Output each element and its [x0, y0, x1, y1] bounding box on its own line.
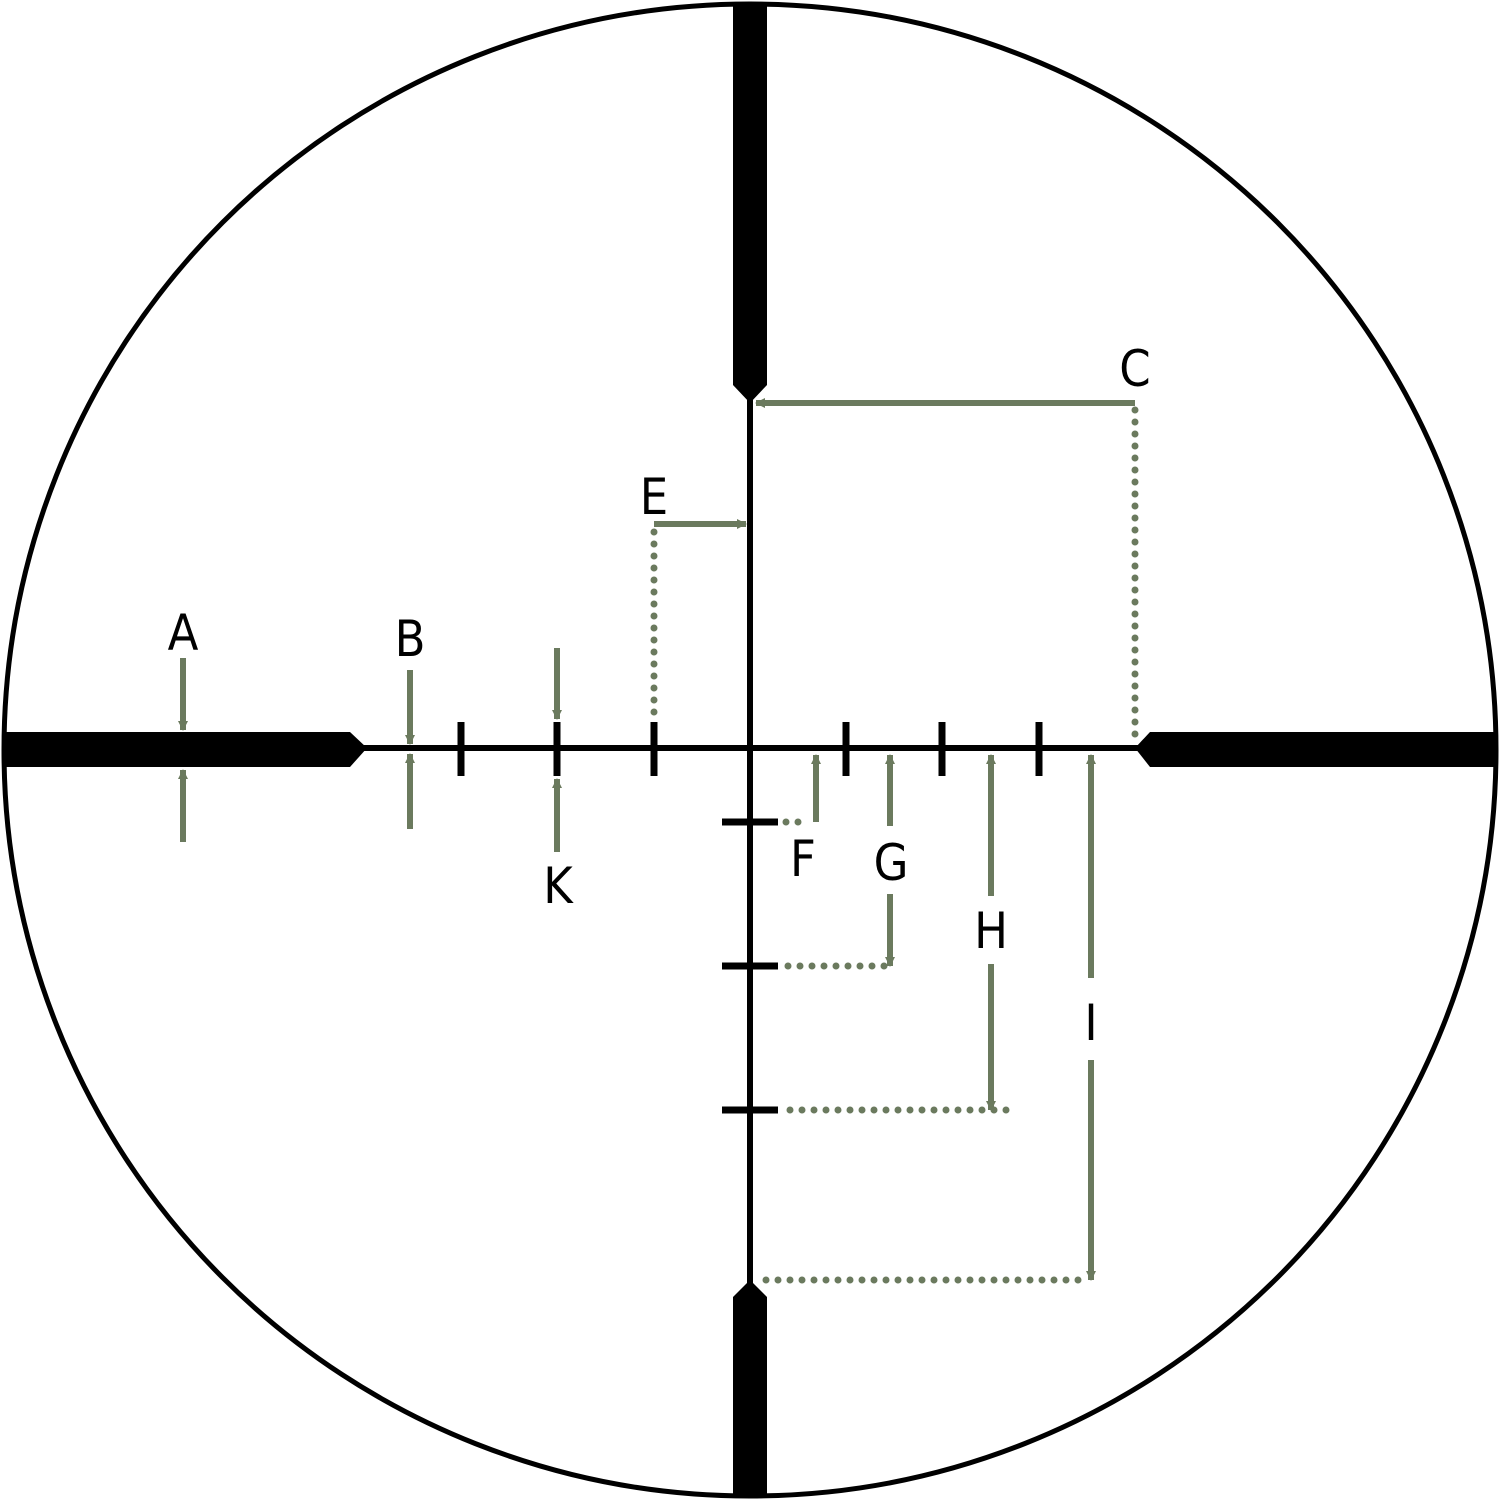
label-c: C — [1119, 340, 1150, 398]
right-post — [1135, 732, 1496, 767]
top-post — [733, 4, 767, 403]
horizontal-ticks — [457, 722, 1043, 776]
label-g: G — [874, 834, 909, 892]
labels: A B C E F G H I K — [168, 340, 1151, 1052]
vertical-ticks — [722, 818, 778, 1114]
bottom-post — [733, 1280, 767, 1496]
callouts — [178, 398, 1139, 1284]
label-a: A — [168, 604, 199, 662]
label-f: F — [790, 830, 816, 888]
left-post — [4, 732, 367, 767]
label-e: E — [640, 468, 668, 526]
label-i: I — [1084, 994, 1097, 1052]
label-b: B — [395, 610, 426, 668]
label-h: H — [974, 902, 1008, 960]
label-k: K — [543, 857, 574, 915]
